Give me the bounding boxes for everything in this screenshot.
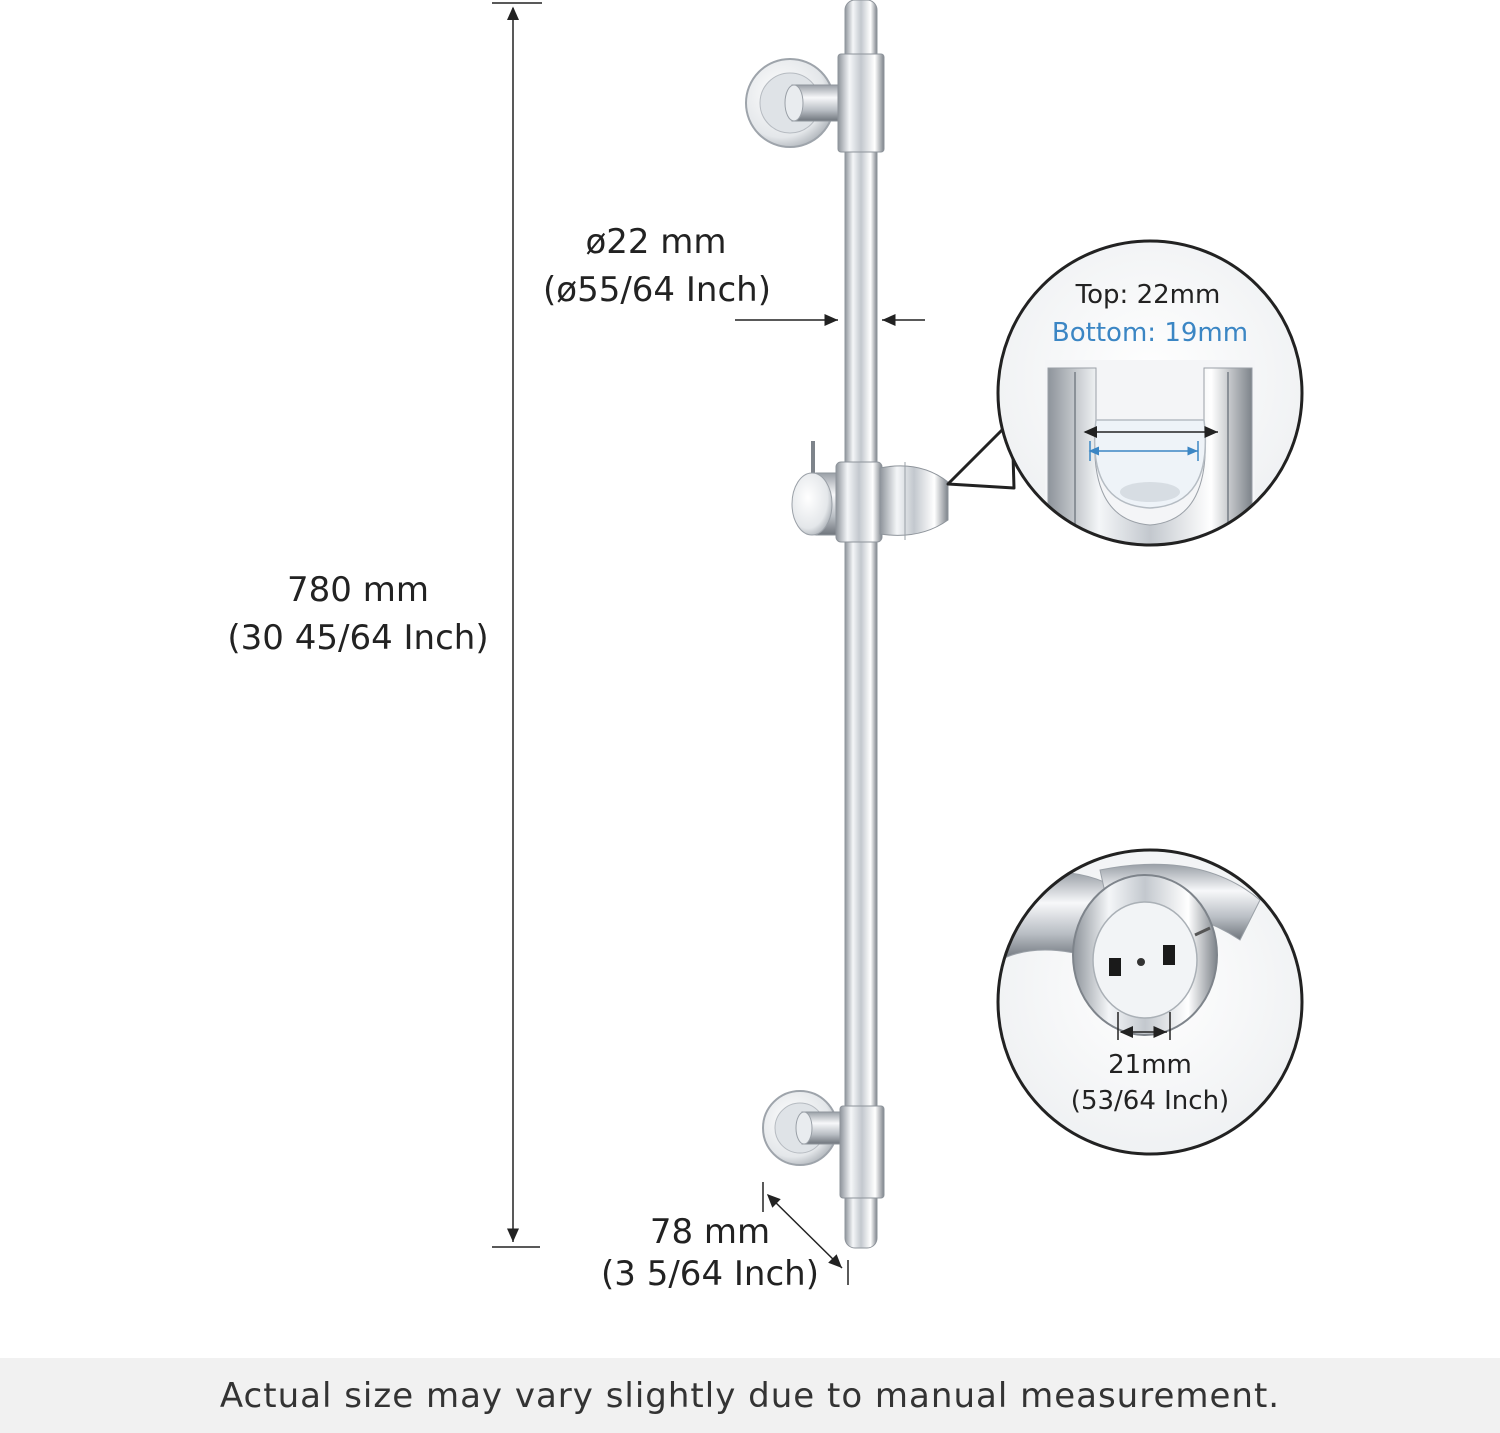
footer-note-text: Actual size may vary slightly due to man… — [219, 1375, 1281, 1416]
holder-bottom-label: Bottom: 19mm — [1051, 318, 1249, 348]
length-metric-label: 780 mm — [287, 570, 429, 610]
bracket-imperial-label: (53/64 Inch) — [1070, 1086, 1230, 1116]
length-dimension-line — [492, 2, 542, 1248]
offset-dimension-line — [762, 1182, 849, 1285]
diameter-imperial-label: (ø55/64 Inch) — [543, 270, 771, 310]
top-wall-bracket — [745, 53, 885, 153]
holder-top-label: Top: 22mm — [1075, 280, 1221, 310]
holder-zoom-callout — [946, 239, 1304, 547]
offset-imperial-label: (3 5/64 Inch) — [601, 1254, 819, 1294]
sliding-holder — [791, 441, 949, 543]
bracket-zoom-callout — [996, 848, 1304, 1156]
diameter-metric-label: ø22 mm — [585, 222, 727, 262]
footer-note: Actual size may vary slightly due to man… — [0, 1358, 1500, 1433]
bottom-wall-bracket — [762, 1090, 885, 1199]
offset-metric-label: 78 mm — [649, 1212, 771, 1252]
bracket-metric-label: 21mm — [1108, 1050, 1192, 1080]
length-imperial-label: (30 45/64 Inch) — [227, 618, 489, 658]
slide-bar-rail — [844, 0, 878, 1249]
